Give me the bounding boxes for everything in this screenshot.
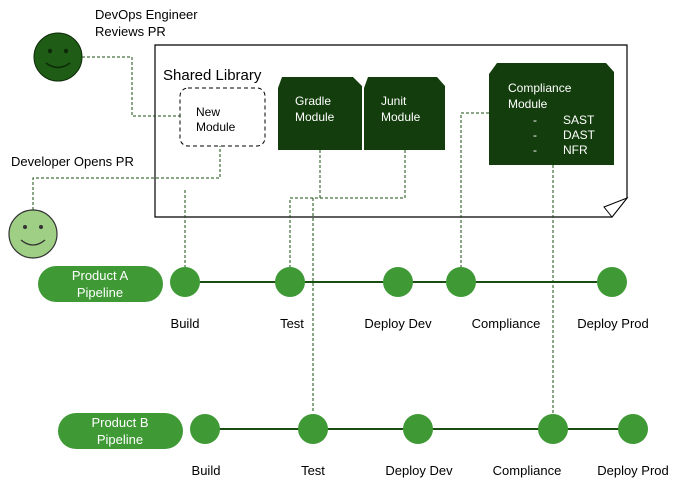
gradle-module-box xyxy=(278,77,362,150)
compliance-module-label-line1: Compliance xyxy=(508,81,572,95)
compliance-module-label-line2: Module xyxy=(508,97,548,111)
product-a-stage-compliance-label: Compliance xyxy=(472,316,541,331)
product-b-pipeline-label-line1: Product B xyxy=(91,415,148,430)
product-b-stage-test-node xyxy=(298,414,328,444)
devops-to-new-module-connector xyxy=(82,56,180,117)
product-b-pipeline-pill xyxy=(58,413,183,449)
product-b-stage-build-label: Build xyxy=(192,463,221,478)
product-b-stage-deploy-prod-node xyxy=(618,414,648,444)
compliance-bullet-3: - xyxy=(533,143,537,157)
page-curl-icon xyxy=(603,196,629,218)
compliance-item-nfr: NFR xyxy=(563,143,588,157)
developer-avatar xyxy=(8,209,58,259)
devops-engineer-avatar xyxy=(33,32,83,82)
product-a-pipeline-label-line1: Product A xyxy=(72,268,129,283)
product-b-stage-deploy-dev-node xyxy=(403,414,433,444)
developer-label: Developer Opens PR xyxy=(11,154,134,169)
compliance-item-dast: DAST xyxy=(563,128,596,142)
product-a-stage-deploy-prod-label: Deploy Prod xyxy=(577,316,649,331)
product-a-stage-build-label: Build xyxy=(171,316,200,331)
gradle-module-label-line2: Module xyxy=(295,110,335,124)
shared-library-title: Shared Library xyxy=(163,67,262,84)
new-module-label-line1: New xyxy=(196,105,220,119)
product-a-stage-compliance-node xyxy=(446,267,476,297)
product-b-stage-compliance-label: Compliance xyxy=(493,463,562,478)
product-b-stage-test-label: Test xyxy=(301,463,325,478)
product-a-stage-test-node xyxy=(275,267,305,297)
compliance-item-sast: SAST xyxy=(563,113,595,127)
devops-label-line1: DevOps Engineer xyxy=(95,7,198,22)
compliance-bullet-1: - xyxy=(533,113,537,127)
product-b-stage-build-node xyxy=(190,414,220,444)
junit-module-label-line1: Junit xyxy=(381,94,407,108)
compliance-to-compliance-a-connector xyxy=(460,112,489,268)
compliance-bullet-2: - xyxy=(533,128,537,142)
devops-label-line2: Reviews PR xyxy=(95,24,166,39)
gradle-module-label-line1: Gradle xyxy=(295,94,331,108)
new-module-label-line2: Module xyxy=(196,120,236,134)
product-b-stage-deploy-dev-label: Deploy Dev xyxy=(385,463,453,478)
product-b-stage-compliance-node xyxy=(538,414,568,444)
junit-module-box xyxy=(364,77,445,150)
product-a-pipeline-label-line2: Pipeline xyxy=(77,285,123,300)
compliance-module-box xyxy=(489,63,614,165)
product-a-stage-test-label: Test xyxy=(280,316,304,331)
product-a-stage-deploy-prod-node xyxy=(597,267,627,297)
junit-module-label-line2: Module xyxy=(381,110,421,124)
product-a-pipeline-pill xyxy=(38,266,163,302)
junit-to-test-a-connector xyxy=(289,150,406,268)
product-a-stage-deploy-dev-label: Deploy Dev xyxy=(364,316,432,331)
product-b-pipeline-label-line2: Pipeline xyxy=(97,432,143,447)
product-a-stage-build-node xyxy=(170,267,200,297)
new-module-box xyxy=(179,87,266,147)
product-b-stage-deploy-prod-label: Deploy Prod xyxy=(597,463,669,478)
developer-to-new-module-connector xyxy=(32,146,221,210)
product-a-stage-deploy-dev-node xyxy=(383,267,413,297)
